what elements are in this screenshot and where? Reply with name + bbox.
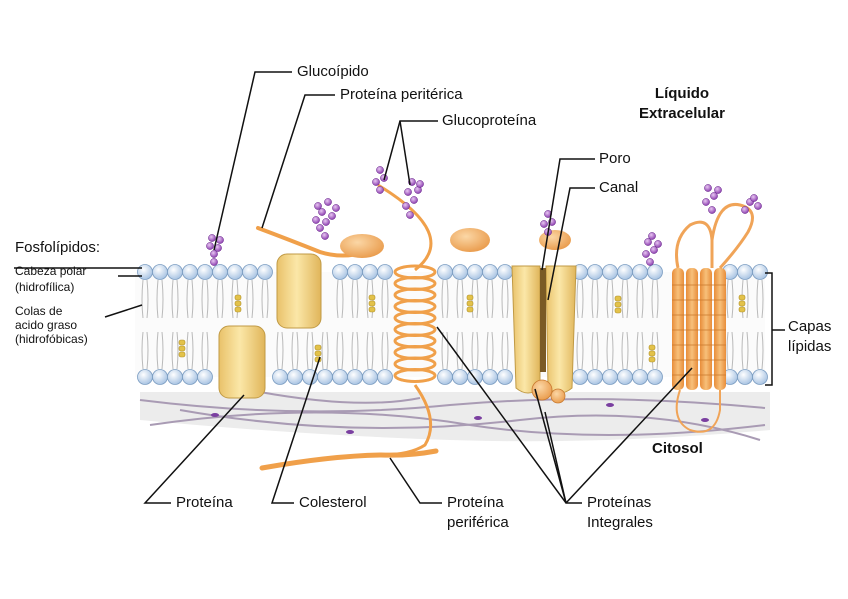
label-hidrofilica: (hidrofílica) [15,280,74,294]
phospholipid-head [183,370,198,385]
phospholipid-head [648,265,663,280]
label-glucolipido: Glucoípido [297,63,369,80]
label-liquido: Líquido [622,85,742,102]
carbohydrate-chains [206,166,761,265]
channel-protein [512,266,576,403]
label-proteina-periferica-2: periférica [447,514,509,531]
phospholipid-head [273,370,288,385]
phospholipid-head [348,265,363,280]
phospholipid-head [213,265,228,280]
phospholipid-head [153,370,168,385]
phospholipid-head [603,265,618,280]
phospholipid-head [153,265,168,280]
phospholipid-head [438,370,453,385]
label-proteina-periferica-1: Proteína [447,494,504,511]
label-proteinas-integrales-1: Proteínas [587,494,651,511]
label-canal: Canal [599,179,638,196]
label-cabeza-polar: Cabeza polar [15,264,86,278]
sugar-chain [312,198,339,239]
phospholipid-head [378,370,393,385]
phospholipid-head [333,370,348,385]
phospholipid-head [438,265,453,280]
phospholipid-head [378,265,393,280]
phospholipid-head [243,265,258,280]
label-extracelular: Extracelular [622,105,742,122]
phospholipid-head [198,370,213,385]
label-glucoproteina: Glucoproteína [442,112,536,129]
label-colesterol: Colesterol [299,494,367,511]
phospholipid-head [363,370,378,385]
phospholipid-head [588,265,603,280]
phospholipid-head [453,370,468,385]
phospholipid-head [738,265,753,280]
phospholipid-head [588,370,603,385]
phospholipid-head [483,370,498,385]
phospholipid-head [258,265,273,280]
phospholipid-head [738,370,753,385]
phospholipid-head [633,265,648,280]
phospholipid-head [138,370,153,385]
label-citosol: Citosol [652,440,703,457]
phospholipid-head [333,265,348,280]
phospholipid-head [183,265,198,280]
label-lipidas: lípidas [788,338,831,355]
phospholipid-head [618,370,633,385]
phospholipid-head [318,370,333,385]
phospholipid-head [648,370,663,385]
phospholipid-head [168,265,183,280]
phospholipid-head [483,265,498,280]
phospholipid-head [753,370,768,385]
integral-protein-lower [219,326,265,398]
phospholipid-head [753,265,768,280]
phospholipid-head [468,265,483,280]
sugar-chain [702,184,721,213]
phospholipid-head [453,265,468,280]
phospholipid-head [168,370,183,385]
sugar-chain [206,234,223,265]
label-hidrofobicas: (hidrofóbicas) [15,332,88,346]
label-poro: Poro [599,150,631,167]
label-proteina: Proteína [176,494,233,511]
label-fosfolipidos: Fosfolípidos: [15,239,100,256]
label-proteina-periterica: Proteína peritérica [340,86,463,103]
phospholipid-head [633,370,648,385]
sugar-chain [642,232,661,265]
label-colas-de: Colas de [15,304,62,318]
phospholipid-head [198,265,213,280]
phospholipid-head [603,370,618,385]
label-proteinas-integrales-2: Integrales [587,514,653,531]
label-acido-graso: acido graso [15,318,77,332]
phospholipid-head [138,265,153,280]
label-capas: Capas [788,318,831,335]
phospholipid-head [498,370,513,385]
peripheral-protein-bumps [340,228,571,258]
phospholipid-head [228,265,243,280]
phospholipid-head [573,370,588,385]
phospholipid-head [288,370,303,385]
phospholipid-head [618,265,633,280]
phospholipid-head [363,265,378,280]
phospholipid-head [348,370,363,385]
integral-protein-upper [277,254,321,328]
phospholipid-head [498,265,513,280]
